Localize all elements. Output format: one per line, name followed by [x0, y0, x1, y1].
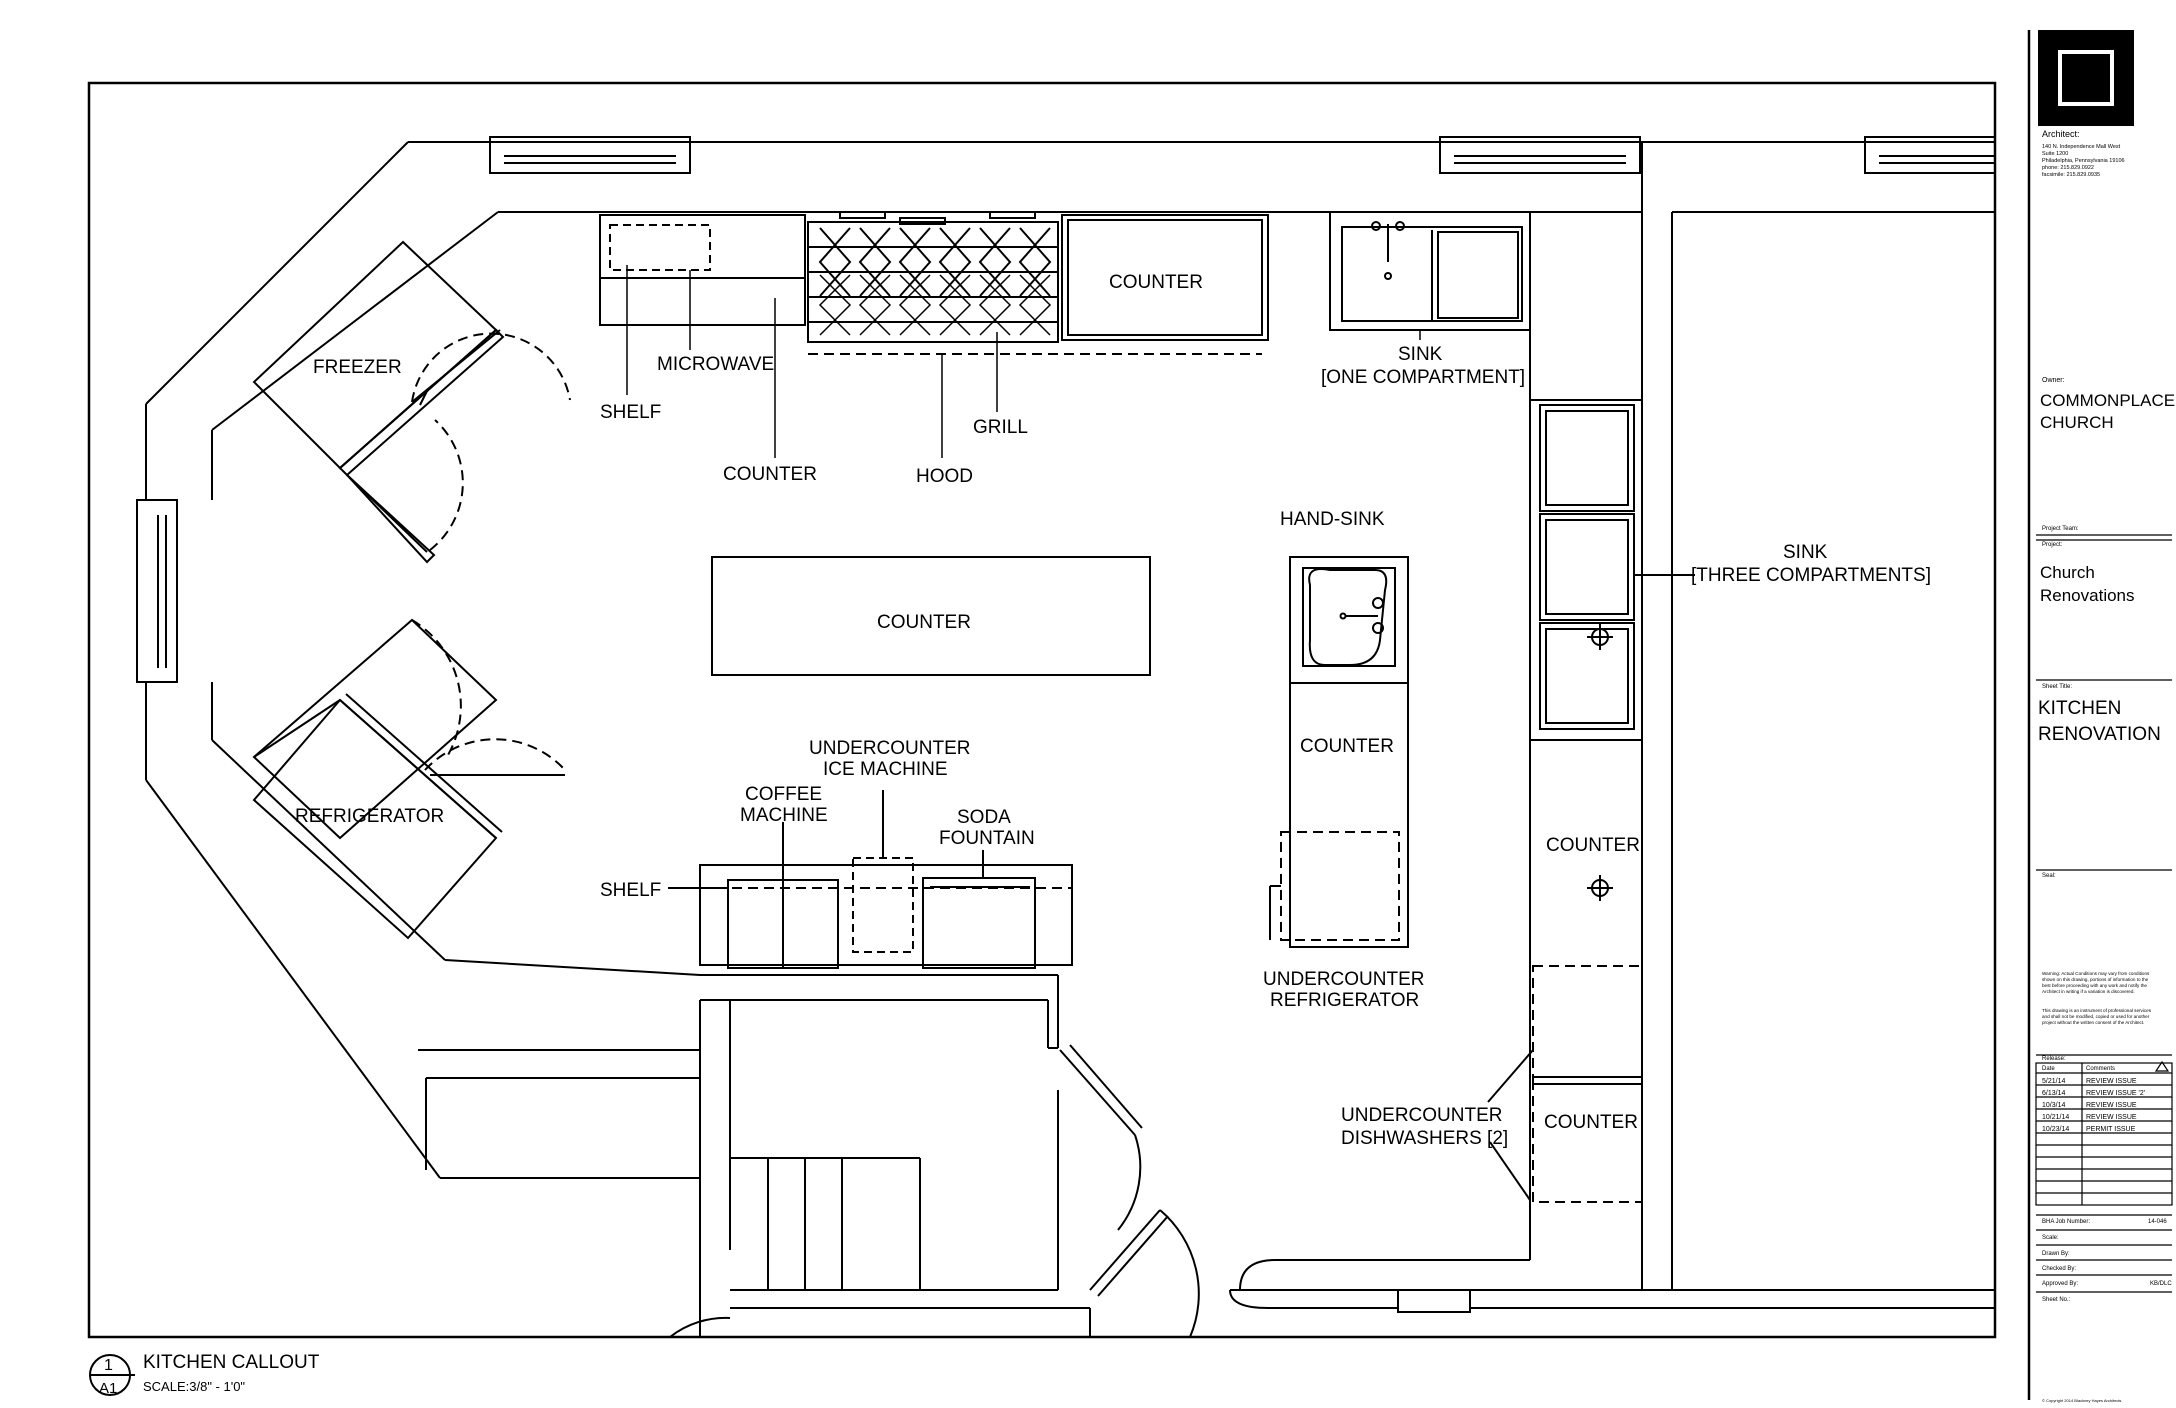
release-header-comments: Comments [2086, 1066, 2115, 1072]
label-counter-right1: COUNTER [1546, 835, 1640, 856]
label-dishwashers-line1: UNDERCOUNTER [1341, 1105, 1503, 1126]
counter-island [711, 556, 1151, 676]
label-coffee-line2: MACHINE [740, 805, 828, 826]
label-coffee-line1: COFFEE [745, 784, 822, 805]
checked-by-label: Checked By: [2042, 1266, 2076, 1272]
label-uc-fridge-line1: UNDERCOUNTER [1263, 969, 1425, 990]
drawing-frame [87, 81, 1997, 1339]
label-soda-line2: FOUNTAIN [939, 828, 1035, 849]
right-counters [1487, 875, 1643, 1203]
label-sink1-line1: SINK [1398, 344, 1443, 365]
project-label: Project: [2042, 542, 2063, 548]
owner-line-1: COMMONPLACE [2040, 391, 2175, 410]
callout-scale: SCALE:3/8" - 1'0" [143, 1379, 245, 1394]
label-grill: GRILL [973, 417, 1028, 438]
label-sink3-line1: SINK [1783, 542, 1828, 563]
grill [807, 211, 1262, 355]
walls [136, 136, 1996, 1338]
release-1-date: 5/21/14 [2042, 1078, 2065, 1085]
release-5-date: 10/23/14 [2042, 1126, 2069, 1133]
callout-sheet: A1 [99, 1380, 117, 1397]
architect-line-2: Suite 1200 [2042, 151, 2068, 157]
job-number: 14-046 [2148, 1219, 2167, 1225]
release-label: Release: [2042, 1056, 2066, 1062]
note-line-1: Warning: Actual Conditions may vary from… [2042, 971, 2150, 976]
label-refrigerator: REFRIGERATOR [295, 806, 444, 827]
note-line-4: Architect in writing if a variation is d… [2042, 989, 2135, 994]
architect-line-1: 140 N. Independence Mall West [2042, 144, 2121, 150]
sheet-title-line-2: RENOVATION [2038, 724, 2161, 745]
title-block: Architect: 140 N. Independence Mall West… [2027, 30, 2175, 1403]
plan-labels: FREEZER REFRIGERATOR MICROWAVE SHELF COU… [295, 272, 1931, 1149]
approved-by: KB/DLC [2150, 1281, 2172, 1287]
label-hand-sink: HAND-SINK [1280, 509, 1385, 530]
sink-three-compartments [1539, 404, 1695, 730]
label-freezer: FREEZER [313, 357, 402, 378]
leader-lines [626, 265, 1421, 458]
label-soda-line1: SODA [957, 807, 1011, 828]
beverage-counter [668, 790, 1073, 969]
release-4-comment: REVIEW ISSUE [2086, 1114, 2137, 1121]
architect-label: Architect: [2042, 129, 2080, 139]
label-dishwashers-line2: DISHWASHERS [2] [1341, 1128, 1508, 1149]
release-5-comment: PERMIT ISSUE [2086, 1126, 2136, 1133]
label-counter-island: COUNTER [877, 612, 971, 633]
release-4-date: 10/21/14 [2042, 1114, 2069, 1121]
project-line-1: Church [2040, 563, 2095, 582]
label-counter-top-left: COUNTER [723, 464, 817, 485]
release-3-date: 10/3/14 [2042, 1102, 2065, 1109]
sheet-title-label: Sheet Title: [2042, 684, 2072, 690]
approved-by-label: Approved By: [2042, 1281, 2078, 1287]
project-line-2: Renovations [2040, 586, 2135, 605]
sheet-title-line-1: KITCHEN [2038, 698, 2121, 719]
label-hood: HOOD [916, 466, 973, 487]
counter-top-mid [1061, 214, 1269, 341]
owner-line-2: CHURCH [2040, 413, 2114, 432]
scale-label: Scale: [2042, 1235, 2059, 1241]
shelf-microwave-counter [599, 214, 806, 326]
label-uc-fridge-line2: REFRIGERATOR [1270, 990, 1419, 1011]
label-counter-right-island: COUNTER [1300, 736, 1394, 757]
architect-line-5: facsimile: 215.829.0935 [2042, 172, 2100, 178]
release-header-date: Date [2042, 1066, 2055, 1072]
note-line-8: project without the written consent of t… [2042, 1020, 2144, 1025]
label-sink1-line2: [ONE COMPARTMENT] [1321, 367, 1525, 388]
note-line-2: shown on this drawing, portions of infor… [2042, 977, 2149, 982]
label-microwave: MICROWAVE [657, 354, 774, 375]
seal-label: Seal: [2042, 873, 2056, 879]
drawn-by-label: Drawn By: [2042, 1251, 2070, 1257]
note-line-6: This drawing is an instrument of profess… [2042, 1008, 2152, 1013]
label-counter-right2: COUNTER [1544, 1112, 1638, 1133]
revision-triangle-icon [2154, 1060, 2170, 1072]
release-2-date: 6/13/14 [2042, 1090, 2065, 1097]
copyright: © Copyright 2014 Blackney Hayes Architec… [2042, 1398, 2121, 1403]
label-shelf-top: SHELF [600, 402, 661, 423]
label-ice-line2: ICE MACHINE [823, 759, 948, 780]
hand-sink-island [1269, 556, 1409, 948]
project-team-label: Project Team: [2042, 526, 2079, 532]
label-shelf-bottom: SHELF [600, 880, 661, 901]
release-3-comment: REVIEW ISSUE [2086, 1102, 2137, 1109]
owner-label: Owner: [2042, 377, 2065, 384]
note-line-3: best before proceeding with any work and… [2042, 983, 2147, 988]
sheet-no-label: Sheet No.: [2042, 1297, 2071, 1303]
label-counter-top-mid: COUNTER [1109, 272, 1203, 293]
architect-line-3: Philadelphia, Pennsylvania 19106 [2042, 158, 2125, 164]
callout-number: 1 [104, 1357, 113, 1374]
release-2-comment: REVIEW ISSUE '2' [2086, 1090, 2145, 1097]
refrigerator [252, 618, 566, 940]
sink-one-compartment [1329, 211, 1531, 331]
drawing-callout: 1 A1 KITCHEN CALLOUT SCALE:3/8" - 1'0" [89, 1352, 320, 1397]
callout-title: KITCHEN CALLOUT [143, 1352, 320, 1373]
label-sink3-line2: [THREE COMPARTMENTS] [1691, 565, 1931, 586]
freezer [252, 240, 571, 564]
note-line-7: and shall not be modified, copied or use… [2042, 1014, 2150, 1019]
release-1-comment: REVIEW ISSUE [2086, 1078, 2137, 1085]
job-number-label: BHA Job Number: [2042, 1219, 2090, 1225]
label-ice-line1: UNDERCOUNTER [809, 738, 971, 759]
architect-line-4: phone: 215.829.0922 [2042, 165, 2094, 171]
